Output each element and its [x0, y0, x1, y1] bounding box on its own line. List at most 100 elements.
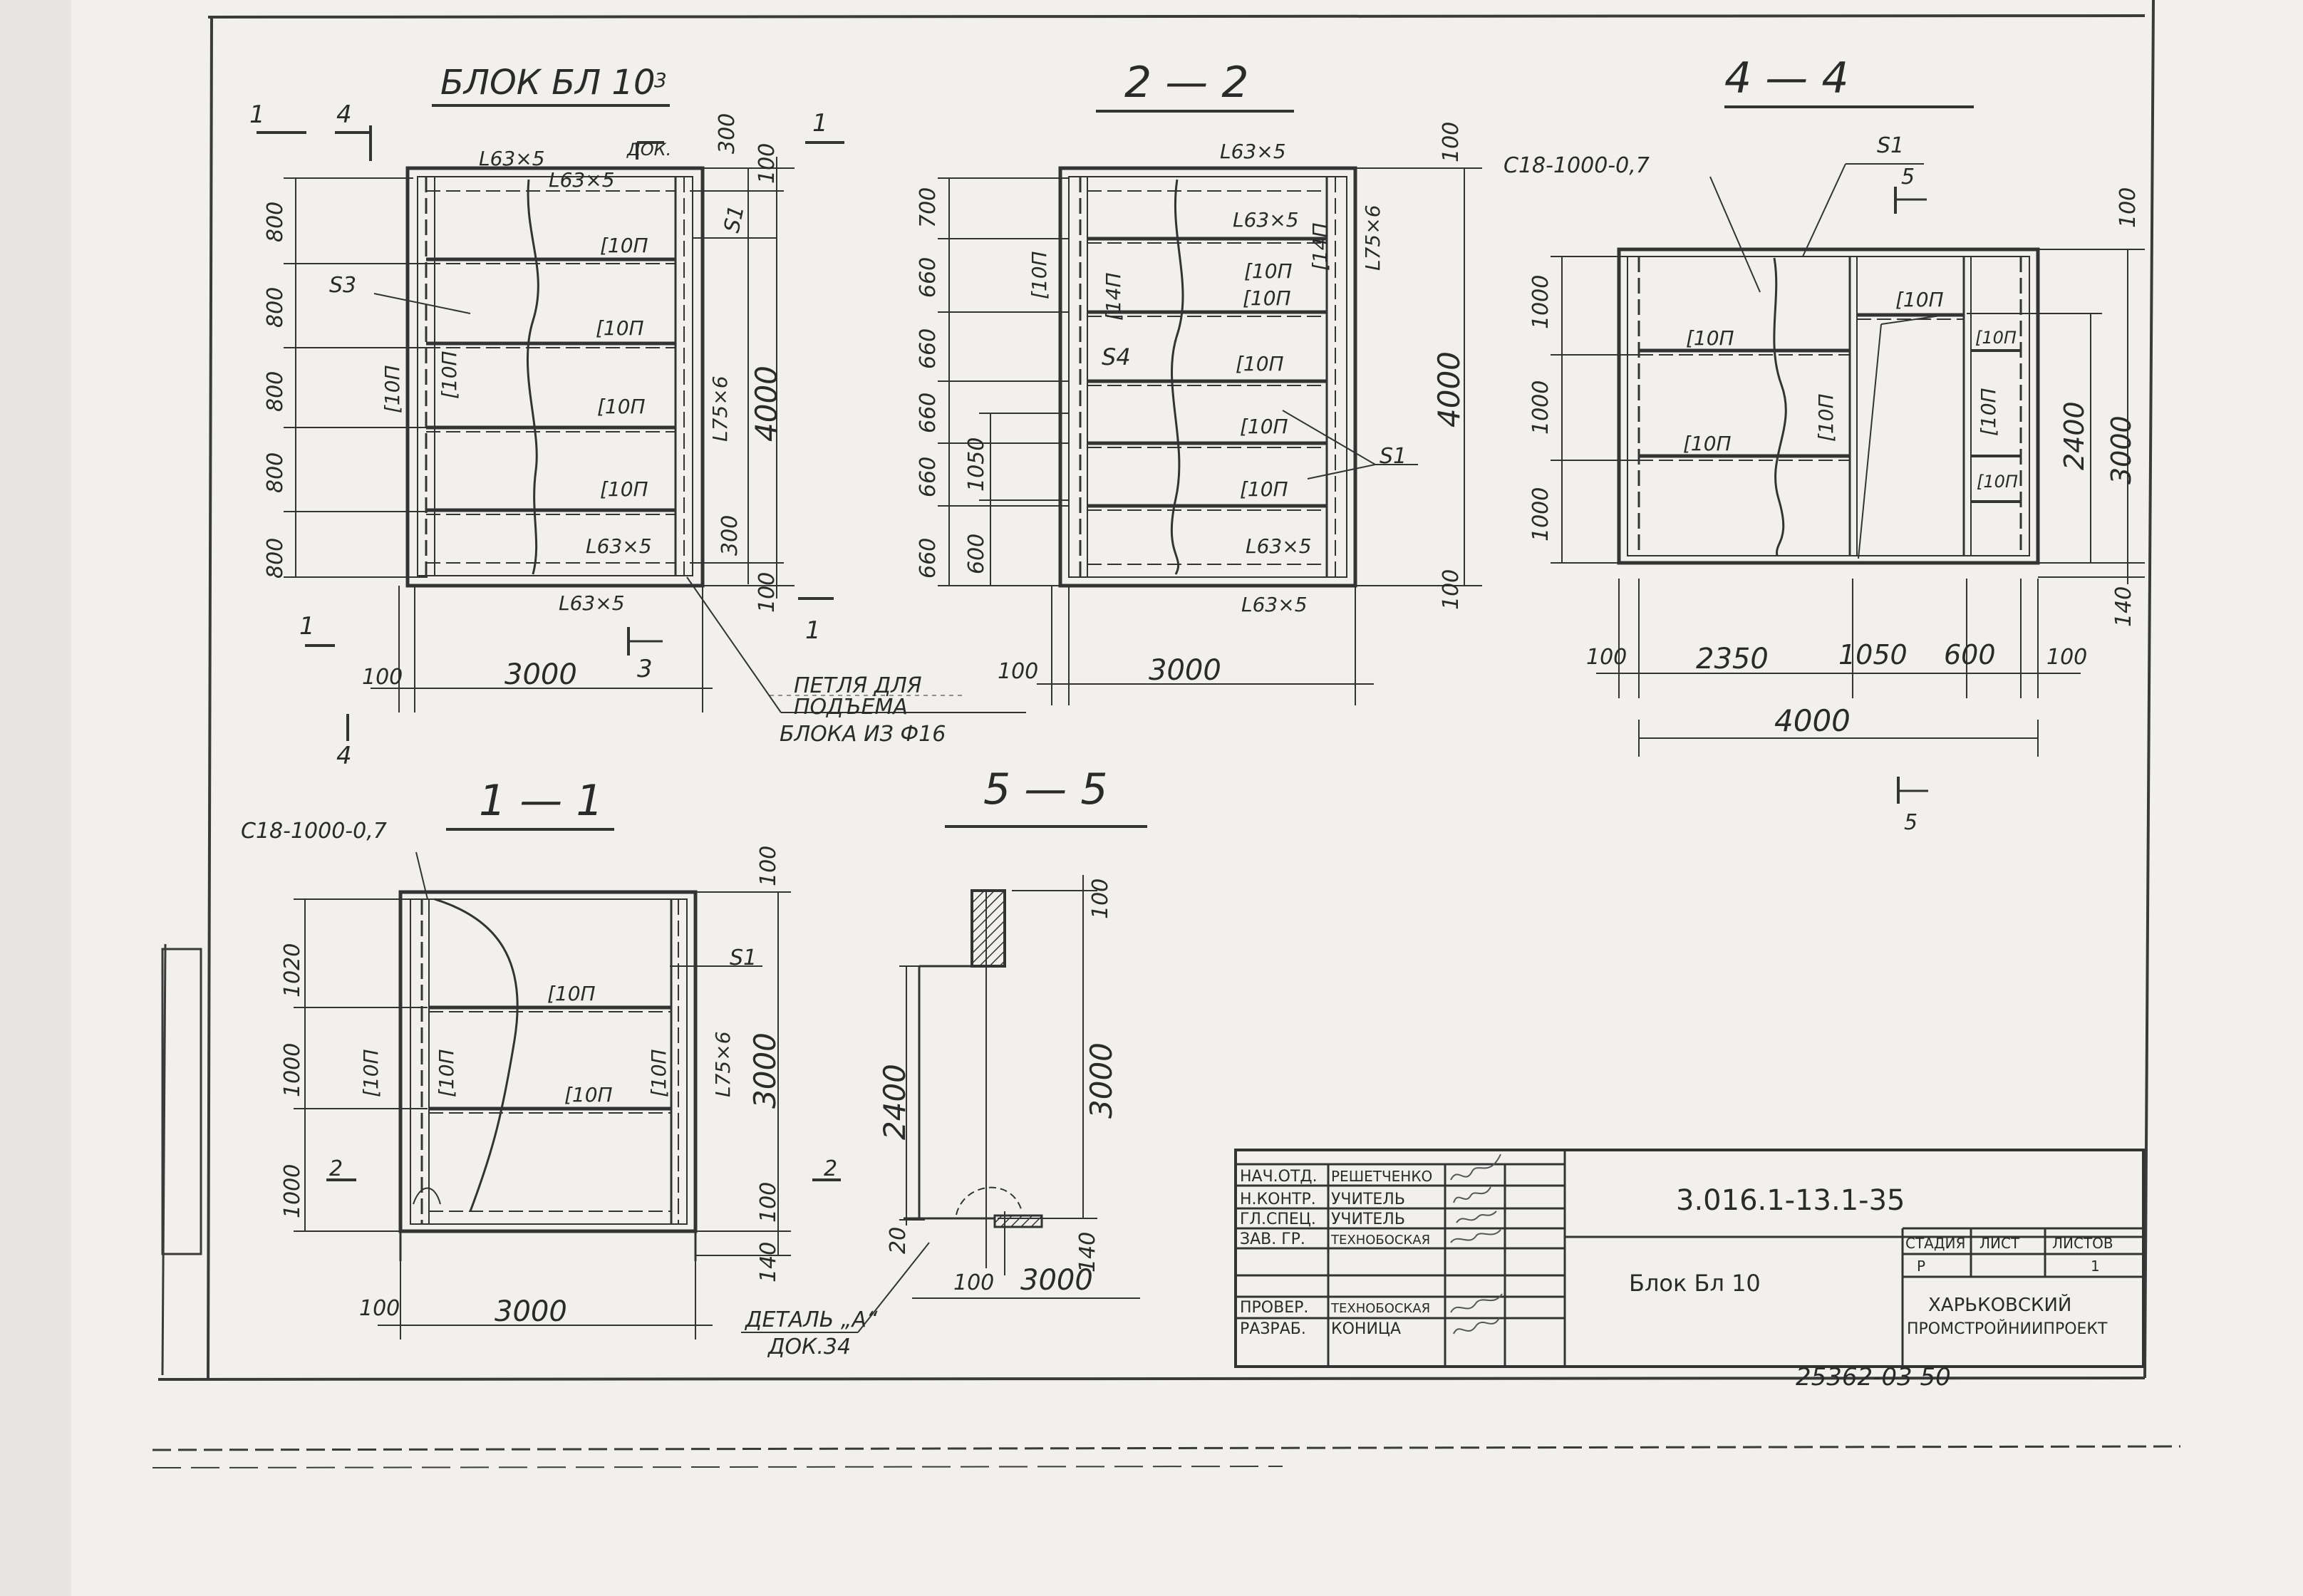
doc-ref: ДОК.	[626, 140, 671, 160]
dim-100: 100	[359, 1296, 400, 1321]
dim-600: 600	[1944, 639, 1996, 670]
dim-140: 140	[2111, 586, 2136, 627]
dim-800: 800	[263, 202, 288, 242]
dim-1000: 1000	[1528, 380, 1553, 435]
dim-100: 100	[2116, 187, 2141, 228]
profile-label: L63×5	[549, 168, 615, 192]
org-name: ХАРЬКОВСКИЙ	[1928, 1293, 2071, 1316]
profile-label: [10П	[1236, 352, 1284, 375]
role-cell: ЗАВ. ГР.	[1240, 1230, 1305, 1248]
sheet-label: S3	[329, 273, 356, 298]
role-cell: ПРОВЕР.	[1240, 1299, 1308, 1317]
cut-mark: 2	[824, 1156, 837, 1181]
profile-label: [10П	[1028, 251, 1051, 299]
dim-100: 100	[755, 572, 780, 613]
stage-header: ЛИСТОВ	[2052, 1235, 2113, 1252]
profile-label: [10П	[600, 234, 648, 257]
profile-label: [10П	[1686, 326, 1734, 350]
profile-label: [10П	[1243, 286, 1291, 310]
dim-2350: 2350	[1696, 643, 1769, 675]
dim-1050: 1050	[1838, 639, 1908, 670]
profile-label: [10П	[1244, 259, 1293, 283]
section-4-4: 4 — 4 C18-1000-0,7 S1 5 5 [10П [10П [10П…	[1504, 53, 2145, 835]
dim-800: 800	[263, 538, 288, 579]
dim-800: 800	[263, 371, 288, 412]
sheet-frame	[152, 0, 2181, 1468]
dim-300: 300	[718, 515, 742, 556]
dim-140: 140	[756, 1242, 781, 1282]
dim-1020: 1020	[280, 943, 305, 998]
profile-label: [10П	[1240, 415, 1288, 438]
cut-mark: 3	[654, 68, 667, 92]
stage-header: ЛИСТ	[1979, 1235, 2020, 1252]
dim-100: 100	[1586, 645, 1627, 670]
dim-600: 600	[964, 534, 989, 574]
profile-label: L75×6	[1361, 204, 1385, 271]
dim-3000: 3000	[2106, 415, 2137, 484]
section-2-2: 2 — 2 L63×5 L63×5 [10П [10П [10П [10П [1…	[916, 58, 1482, 705]
cut-mark: 3	[637, 655, 653, 683]
dim-140: 140	[1075, 1232, 1100, 1273]
signatures	[1450, 1154, 1503, 1335]
name-cell: УЧИТЕЛЬ	[1331, 1191, 1405, 1208]
dim-3000: 3000	[747, 1032, 782, 1109]
role-cell: Н.КОНТР.	[1240, 1191, 1316, 1208]
facade-view: БЛОК БЛ 10 1 4 1 1 4 1 3 3 ДОК. L63×5 L6…	[249, 63, 1026, 770]
sheet-label: S1	[720, 203, 750, 235]
stage-value: Р	[1917, 1258, 1925, 1275]
profile-label: [10П	[564, 1083, 613, 1107]
profile-label: L75×6	[708, 375, 732, 442]
profile-label: [10П	[1814, 393, 1838, 442]
profile-label: [14П	[1102, 272, 1125, 321]
dim-100: 100	[1439, 122, 1464, 162]
profile-label: [10П	[596, 316, 644, 340]
cut-mark: 1	[299, 612, 315, 641]
dim-100: 100	[755, 143, 780, 184]
name-cell: ТЕХНОБОСКАЯ	[1330, 1233, 1430, 1248]
dim-width: 3000	[504, 658, 577, 691]
cut-mark: 1	[249, 100, 265, 129]
cut-mark: 2	[329, 1156, 343, 1181]
role-cell: НАЧ.ОТД.	[1240, 1168, 1318, 1186]
dim-2400: 2400	[2059, 401, 2090, 470]
profile-label: L63×5	[1233, 208, 1299, 232]
profile-label: L63×5	[479, 147, 545, 170]
dim-1050: 1050	[964, 437, 989, 492]
dim-width: 3000	[1020, 1264, 1093, 1297]
profile-label: [10П	[547, 982, 596, 1005]
dim-height: 4000	[1432, 351, 1466, 428]
profile-label: [10П	[438, 351, 461, 399]
dim-1000: 1000	[1528, 487, 1553, 542]
profile-label: L75×6	[711, 1031, 735, 1097]
doc-code: 3.016.1-13.1-35	[1676, 1184, 1905, 1217]
profile-label: [10П	[600, 477, 648, 501]
name-cell: УЧИТЕЛЬ	[1331, 1211, 1405, 1228]
profile-label: [10П	[381, 365, 404, 413]
detail-note: ДЕТАЛЬ „А“	[744, 1307, 878, 1332]
profile-label: [10П	[597, 395, 646, 418]
title-block: НАЧ.ОТД. Н.КОНТР. ГЛ.СПЕЦ. ЗАВ. ГР. ПРОВ…	[1234, 1149, 2145, 1392]
sheet-label: S1	[1380, 444, 1407, 469]
dim-100: 100	[1439, 569, 1464, 610]
dim-100: 100	[362, 665, 403, 690]
note-line: БЛОКА ИЗ Ф16	[780, 722, 946, 747]
doc-name: Блок Бл 10	[1629, 1270, 1761, 1297]
dim-1000: 1000	[280, 1043, 305, 1097]
name-cell: РЕШЕТЧЕНКО	[1331, 1168, 1432, 1185]
dim-300: 300	[715, 113, 740, 154]
profile-label: [14П	[1308, 222, 1332, 271]
dim-20: 20	[886, 1227, 911, 1254]
stage-header: СТАДИЯ	[1905, 1235, 1965, 1252]
dim-700: 700	[916, 187, 941, 228]
profile-label: L63×5	[1220, 140, 1286, 163]
dim-800: 800	[263, 452, 288, 493]
profile-label: L63×5	[1246, 534, 1312, 558]
profile-label: L63×5	[586, 534, 652, 558]
profile-label: [10П	[1240, 477, 1288, 501]
section-5-5: 5 — 5 2400 3000 100 140 20 100 3000	[877, 765, 1147, 1299]
note-line: ПОДЪЕМА	[794, 695, 908, 720]
dim-1000: 1000	[1528, 275, 1553, 329]
facade-title: БЛОК БЛ 10	[440, 63, 656, 103]
dim-width: 3000	[1149, 654, 1221, 687]
